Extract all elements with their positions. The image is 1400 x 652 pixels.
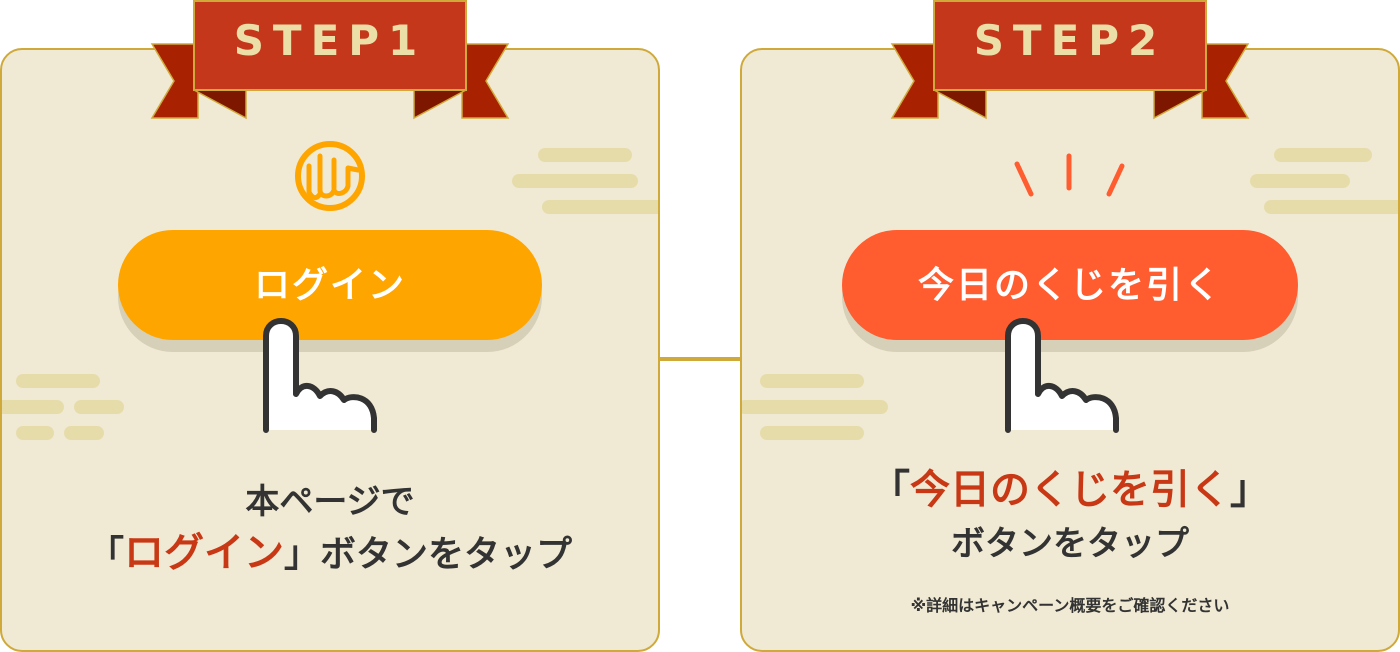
draw-lottery-button[interactable]: 今日のくじを引く (842, 230, 1298, 340)
step2-banner-label: STEP2 (973, 16, 1167, 65)
step-connector-line (658, 357, 742, 361)
cloud-decoration (1250, 148, 1398, 218)
draw-lottery-button-label: 今日のくじを引く (917, 265, 1222, 306)
campaign-details-note: ※詳細はキャンペーン概要をご確認ください (910, 596, 1230, 615)
cloud-decoration (512, 148, 658, 218)
step2-caption-line2: ボタンをタップ (951, 524, 1189, 564)
step1-card (0, 48, 660, 652)
open-bracket: 「 (87, 534, 124, 575)
login-button-label: ログイン (253, 265, 406, 306)
close-bracket: 」 (283, 534, 320, 575)
step1-caption: 本ページで 「ログイン」ボタンをタップ (40, 478, 620, 582)
step1-caption-rest: ボタンをタップ (320, 534, 573, 575)
step2-card (740, 48, 1400, 652)
login-button[interactable]: ログイン (118, 230, 542, 340)
fist-coin-icon (295, 141, 365, 211)
step1-banner: STEP1 (150, 0, 510, 122)
close-bracket: 」 (1230, 467, 1270, 513)
step2-caption-highlight: 今日のくじを引く (910, 467, 1230, 513)
step2-caption: 「今日のくじを引く」 ボタンをタップ (780, 462, 1360, 570)
pointing-hand-icon (263, 318, 377, 433)
step1-caption-line1: 本ページで (245, 482, 415, 522)
sparkle-lines-icon (1014, 153, 1125, 197)
pointing-hand-icon (1005, 318, 1119, 433)
step2-banner: STEP2 (890, 0, 1250, 122)
step1-banner-label: STEP1 (233, 16, 427, 65)
cloud-decoration (2, 374, 162, 454)
cloud-decoration (742, 374, 888, 454)
open-bracket: 「 (870, 467, 910, 513)
step1-caption-highlight: ログイン (123, 530, 284, 576)
